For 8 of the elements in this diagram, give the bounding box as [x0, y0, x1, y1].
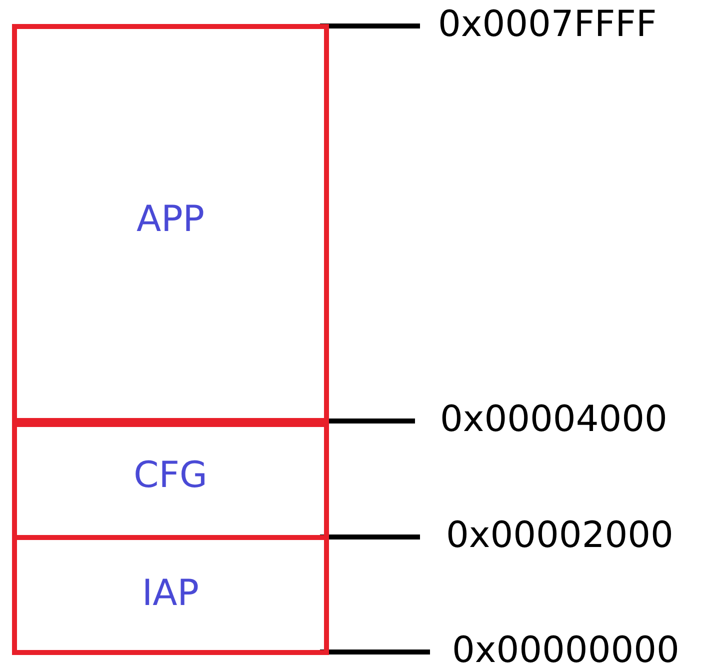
address-label: 0x00000000 — [452, 633, 680, 668]
address-label: 0x00004000 — [440, 402, 668, 438]
region-label: IAP — [142, 572, 199, 614]
memory-region — [12, 24, 329, 427]
region-label: APP — [136, 199, 205, 240]
address-label: 0x0007FFFF — [438, 7, 657, 43]
region-label: CFG — [134, 454, 208, 496]
address-label: 0x00002000 — [446, 518, 674, 554]
